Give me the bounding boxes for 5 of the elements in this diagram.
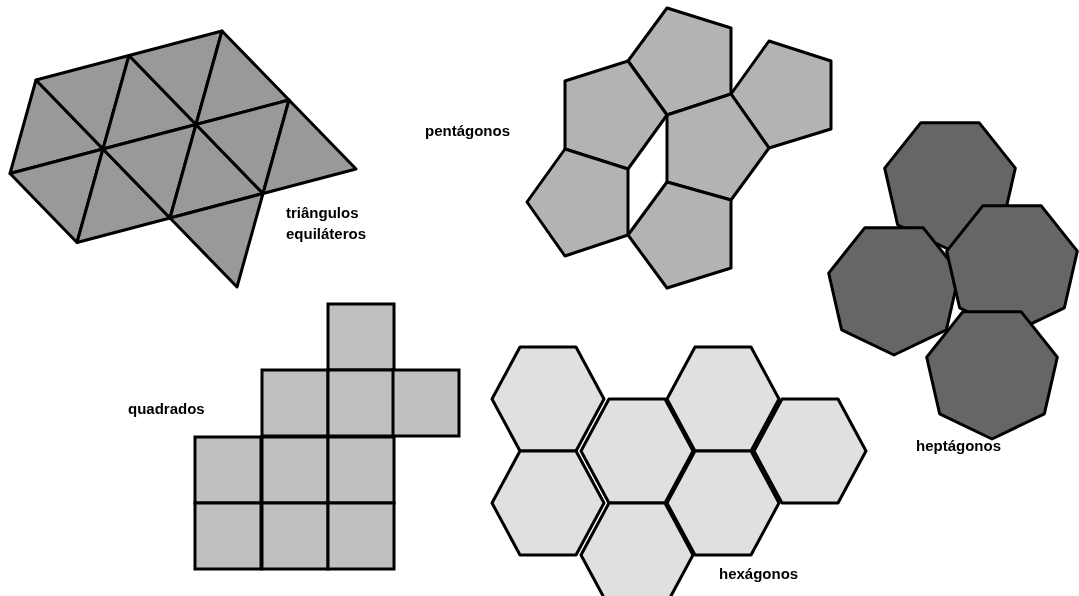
shape-label: triângulos equiláteros	[286, 203, 368, 244]
shape-label: quadrados	[128, 399, 205, 419]
shape-label: pentágonos	[425, 121, 510, 141]
shape-label: heptágonos	[916, 436, 1001, 456]
shape-label: hexágonos	[719, 564, 799, 584]
